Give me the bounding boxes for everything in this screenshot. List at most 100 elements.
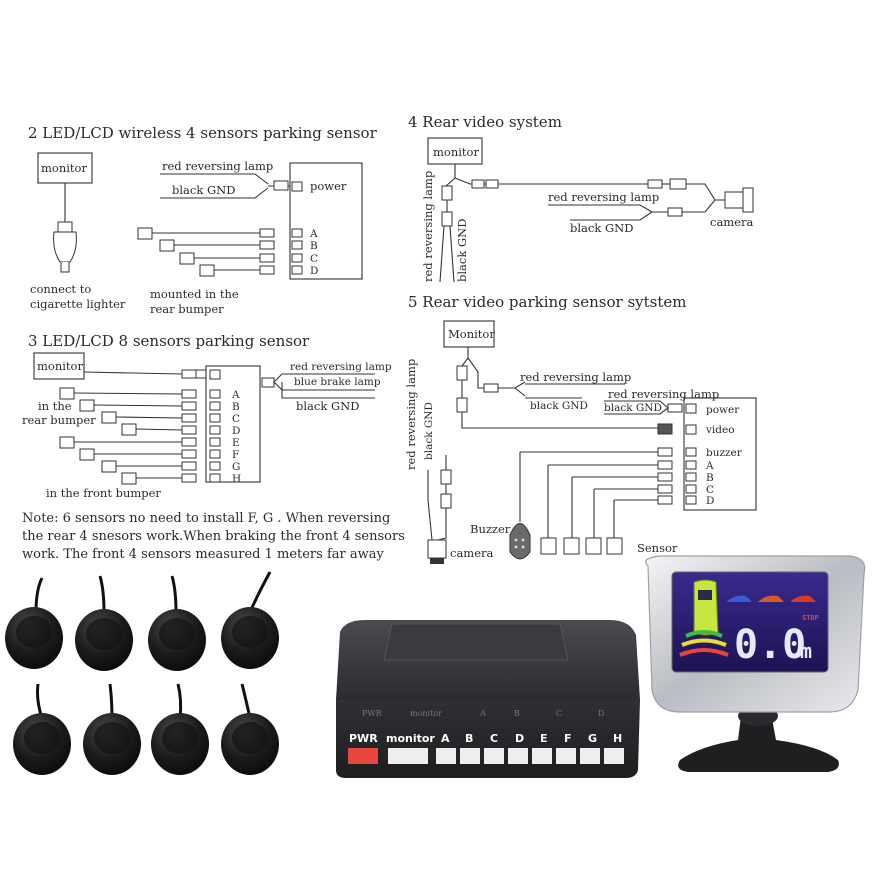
s2-sensor-wires <box>137 227 303 277</box>
sensor-connector-c <box>484 748 504 764</box>
stop-indicator: STOP <box>802 614 819 622</box>
sensor <box>83 683 141 775</box>
sensor <box>221 571 279 669</box>
s5-vertical-red-lamp: red reversing lamp <box>404 359 418 470</box>
s3-rear-line2: rear bumper <box>22 413 96 427</box>
section-2-title: 2 LED/LCD wireless 4 sensors parking sen… <box>28 124 378 142</box>
sensor-set <box>5 571 279 775</box>
sensor-connector-d <box>508 748 528 764</box>
s5-monitor-label: Monitor <box>448 327 495 341</box>
control-box: PWR monitor A B C D PWR monitor A B C D … <box>336 620 640 778</box>
s3-port-e: E <box>232 437 240 449</box>
port-label-f: F <box>564 732 572 745</box>
s5-port-c: C <box>706 484 714 496</box>
s5-port-a: A <box>705 460 714 472</box>
s3-port-h: H <box>232 473 241 485</box>
section-4-rear-video: 4 Rear video system monitor red reversin… <box>408 113 754 283</box>
distance-readout: 0.0 <box>734 622 806 668</box>
s5-sensor-label: Sensor <box>637 541 678 555</box>
installation-note: Note: 6 sensors no need to install F, G … <box>22 511 405 562</box>
s5-sensor-wires <box>519 447 697 538</box>
port-label-c: C <box>490 732 498 745</box>
s3-rear-line1: in the <box>38 399 72 413</box>
s3-front-label: in the front bumper <box>46 486 161 500</box>
s3-monitor-box <box>33 352 85 380</box>
s3-port-d: D <box>232 425 240 437</box>
monitor-connector <box>388 748 428 764</box>
s3-port-f: F <box>232 449 239 461</box>
s4-black-gnd-label: black GND <box>570 221 633 235</box>
s5-black-gnd-label: black GND <box>530 400 588 412</box>
sensor-connector-f <box>556 748 576 764</box>
section-2-wireless-4-sensor: 2 LED/LCD wireless 4 sensors parking sen… <box>28 124 378 316</box>
silk-c: C <box>556 709 562 718</box>
s4-red-lamp-label: red reversing lamp <box>548 190 659 204</box>
sensor-connector-h <box>604 748 624 764</box>
s5-port-d: D <box>706 495 714 507</box>
silk-pwr: PWR <box>362 709 383 718</box>
distance-unit: m <box>800 639 812 663</box>
port-label-a: A <box>441 732 450 745</box>
section-3-8-sensor: 3 LED/LCD 8 sensors parking sensor monit… <box>22 332 392 500</box>
s5-port-power: power <box>706 404 740 416</box>
s5-monitor-box <box>443 320 495 348</box>
s5-port-b: B <box>706 472 714 484</box>
s2-port-b: B <box>310 240 318 252</box>
s2-monitor-box <box>37 152 93 184</box>
port-labels: PWR monitor A B C D E F G H <box>349 732 622 745</box>
s3-port-g: G <box>232 461 240 473</box>
s3-port-b: B <box>232 401 240 413</box>
s2-mounted-line1: mounted in the <box>150 287 239 301</box>
port-label-g: G <box>588 732 597 745</box>
s5-black-gnd2-label: black GND <box>604 402 662 414</box>
s2-mounted-line2: rear bumper <box>150 302 224 316</box>
silk-a: A <box>479 709 486 718</box>
sensor-connector-g <box>580 748 600 764</box>
s2-connect-line1: connect to <box>30 282 91 296</box>
port-label-pwr: PWR <box>349 732 378 745</box>
port-label-h: H <box>613 732 622 745</box>
s5-red-lamp-label: red reversing lamp <box>520 370 631 384</box>
s5-camera-label: camera <box>450 546 494 560</box>
power-connector <box>348 748 378 764</box>
s5-port-buzzer: buzzer <box>706 447 743 459</box>
camera-icon <box>724 187 754 213</box>
s5-camera-icon <box>427 539 447 564</box>
sensor <box>221 683 279 775</box>
s2-black-gnd-label: black GND <box>172 183 235 197</box>
s3-black-gnd-label: black GND <box>296 399 359 413</box>
s3-red-lamp-label: red reversing lamp <box>290 361 392 373</box>
s4-vertical-black-gnd: black GND <box>455 219 469 282</box>
s3-port-a: A <box>231 389 240 401</box>
sensor-connector-a <box>436 748 456 764</box>
s2-red-lamp-label: red reversing lamp <box>162 159 273 173</box>
port-label-monitor: monitor <box>386 732 435 745</box>
section-5-video-parking: 5 Rear video parking sensor sytstem Moni… <box>404 293 757 564</box>
distance-bars <box>679 630 729 657</box>
s2-port-a: A <box>309 228 318 240</box>
note-line1: Note: 6 sensors no need to install F, G … <box>22 511 390 526</box>
sensor <box>13 683 71 775</box>
sensor <box>148 575 206 671</box>
sensor-connector-e <box>532 748 552 764</box>
sensor <box>5 577 63 669</box>
sensor <box>151 683 209 775</box>
s4-monitor-label: monitor <box>433 145 479 159</box>
silk-monitor: monitor <box>410 709 442 718</box>
s5-red-lamp2-label: red reversing lamp <box>608 387 719 401</box>
sensor-connector-b <box>460 748 480 764</box>
port-label-b: B <box>465 732 473 745</box>
buzzer-icon <box>509 523 531 560</box>
connector-ports <box>348 748 624 764</box>
port-label-e: E <box>540 732 548 745</box>
note-line3: work. The front 4 sensors measured 1 met… <box>22 547 384 562</box>
s2-power-label: power <box>310 179 347 193</box>
silk-b: B <box>514 709 520 718</box>
s2-monitor-label: monitor <box>41 161 87 175</box>
s2-connect-line2: cigarette lighter <box>30 297 126 311</box>
s3-blue-brake-label: blue brake lamp <box>294 376 381 388</box>
cigarette-lighter-plug-icon <box>53 221 77 273</box>
s2-port-c: C <box>310 253 318 265</box>
s5-vertical-black-gnd: black GND <box>423 402 435 460</box>
